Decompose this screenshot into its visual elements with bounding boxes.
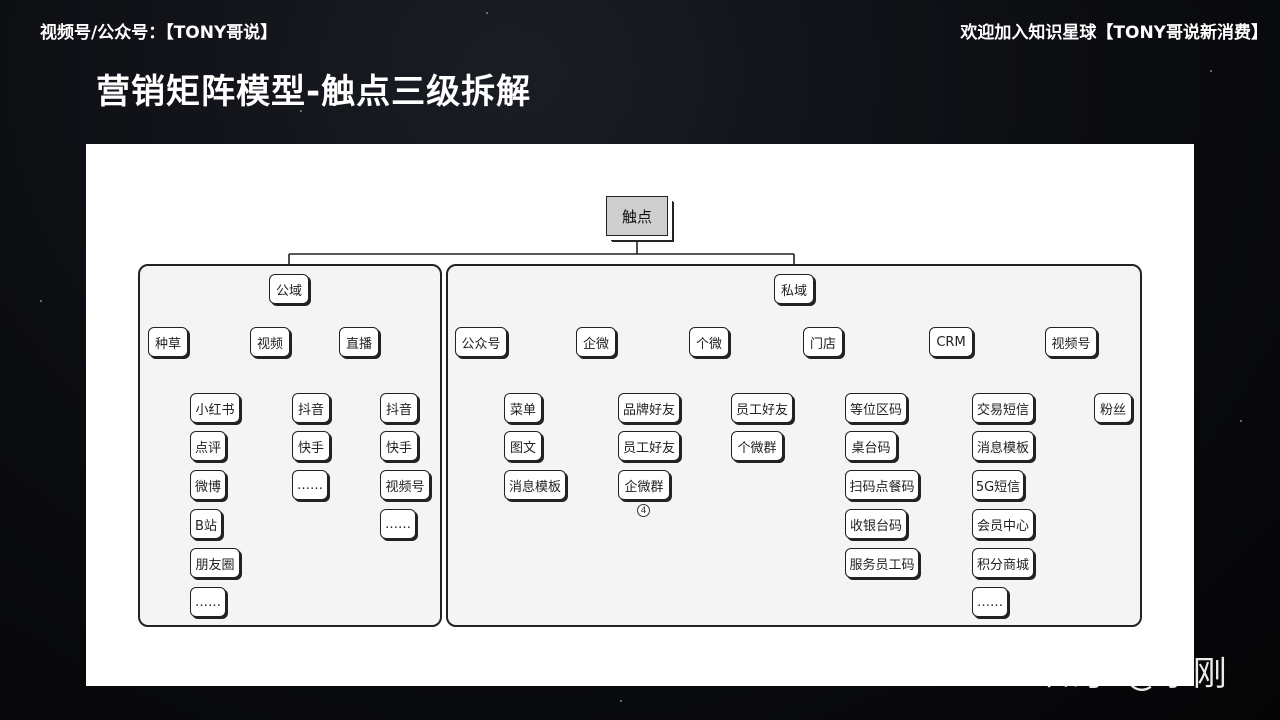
group-node: CRM	[929, 327, 973, 357]
leaf-node: 快手	[292, 431, 330, 461]
group-node: 个微	[689, 327, 729, 357]
group-node: 直播	[339, 327, 379, 357]
star	[40, 300, 42, 302]
leaf-node: ……	[380, 509, 416, 539]
leaf-node: 图文	[504, 431, 542, 461]
root-node: 触点	[606, 196, 668, 236]
page-title: 营销矩阵模型-触点三级拆解	[96, 72, 532, 112]
leaf-node: 等位区码	[845, 393, 907, 423]
leaf-node: 积分商城	[972, 548, 1034, 578]
watermark: 知乎 @李刚	[1046, 654, 1227, 694]
leaf-node: ……	[190, 587, 226, 617]
leaf-node: ……	[292, 470, 328, 500]
leaf-node: 抖音	[292, 393, 330, 423]
group-node: 门店	[803, 327, 843, 357]
leaf-node: 视频号	[380, 470, 430, 500]
star	[620, 700, 622, 702]
group-node: 种草	[148, 327, 188, 357]
leaf-node: B站	[190, 509, 222, 539]
private-domain-box	[446, 264, 1142, 627]
star	[1240, 420, 1242, 422]
leaf-node: 菜单	[504, 393, 542, 423]
leaf-node: 品牌好友	[618, 393, 680, 423]
leaf-node: 点评	[190, 431, 226, 461]
star	[300, 110, 302, 112]
leaf-node: 交易短信	[972, 393, 1034, 423]
group-node: 视频号	[1045, 327, 1097, 357]
leaf-node: 会员中心	[972, 509, 1034, 539]
leaf-node: 消息模板	[972, 431, 1034, 461]
public-domain-node: 公域	[269, 274, 309, 304]
leaf-node: 员工好友	[731, 393, 793, 423]
diagram-panel: 触点 公域 私域 种草 视频 直播 小红书 点评 微博 B站 朋友圈 …… 抖音…	[86, 144, 1194, 686]
leaf-node: 抖音	[380, 393, 418, 423]
leaf-node: 微博	[190, 470, 226, 500]
leaf-node: 企微群	[618, 470, 670, 500]
leaf-node: 扫码点餐码	[845, 470, 919, 500]
leaf-node: 朋友圈	[190, 548, 240, 578]
leaf-node: 收银台码	[845, 509, 907, 539]
star	[1210, 70, 1212, 72]
leaf-node: 快手	[380, 431, 418, 461]
leaf-node: 消息模板	[504, 470, 566, 500]
group-node: 公众号	[455, 327, 507, 357]
leaf-node: 桌台码	[845, 431, 897, 461]
leaf-node: 服务员工码	[845, 548, 919, 578]
leaf-node: 员工好友	[618, 431, 680, 461]
private-domain-node: 私域	[774, 274, 814, 304]
header-left: 视频号/公众号：【TONY哥说】	[40, 23, 278, 43]
leaf-node: 小红书	[190, 393, 240, 423]
star	[486, 12, 488, 14]
leaf-node: 粉丝	[1094, 393, 1132, 423]
leaf-node: ……	[972, 587, 1008, 617]
group-node: 视频	[250, 327, 290, 357]
group-node: 企微	[576, 327, 616, 357]
leaf-node: 5G短信	[972, 470, 1024, 500]
header-right: 欢迎加入知识星球【TONY哥说新消费】	[960, 23, 1268, 43]
count-badge: 4	[637, 504, 650, 517]
leaf-node: 个微群	[731, 431, 783, 461]
